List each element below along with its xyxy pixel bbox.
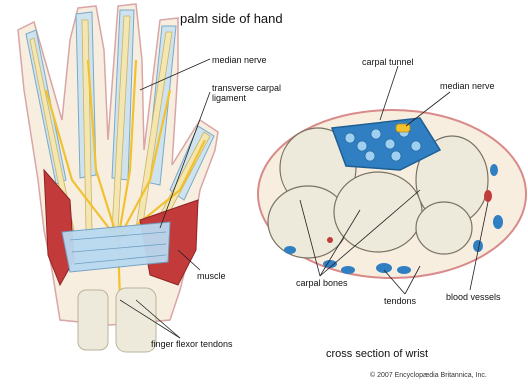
label-median-nerve-hand: median nerve xyxy=(212,56,267,65)
forearm-bones xyxy=(78,288,156,352)
copyright-notice: © 2007 Encyclopædia Britannica, Inc. xyxy=(370,372,487,379)
label-blood-vessels: blood vessels xyxy=(446,293,501,302)
label-finger-flexor-tendons: finger flexor tendons xyxy=(151,340,233,349)
label-carpal-bones: carpal bones xyxy=(296,279,348,288)
figure-title: palm side of hand xyxy=(180,12,283,25)
label-tendons: tendons xyxy=(384,297,416,306)
hand-drawing xyxy=(18,4,218,352)
median-nerve-section xyxy=(396,124,410,132)
label-transverse-carpal-ligament: transverse carpal ligament xyxy=(212,83,292,103)
label-carpal-tunnel: carpal tunnel xyxy=(362,58,414,67)
label-cross-section: cross section of wrist xyxy=(326,349,428,360)
label-muscle: muscle xyxy=(197,272,226,281)
wrist-cross-section xyxy=(258,110,526,278)
label-median-nerve-wrist: median nerve xyxy=(440,82,495,91)
